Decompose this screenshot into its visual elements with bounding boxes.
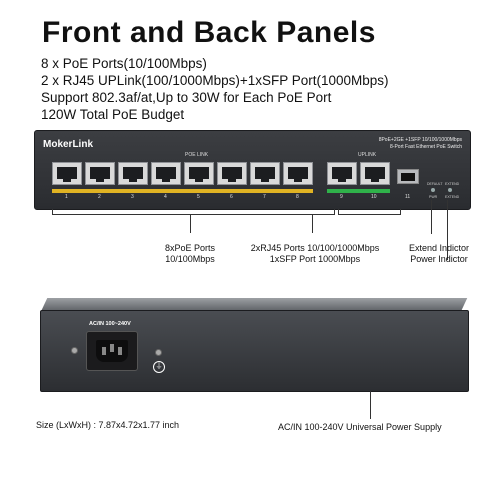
callout-tick [52, 209, 53, 215]
port-number: 5 [197, 194, 200, 200]
port-number: 10 [371, 194, 377, 200]
callout-bracket-poe [52, 214, 334, 215]
uplink-port-stripe [327, 189, 390, 193]
poe-port-stripe [52, 189, 313, 193]
callout-line-power [370, 391, 371, 419]
port-number: 8 [296, 194, 299, 200]
model-line1: 8PoE+2GE +1SFP 10/100/1000Mbps [378, 137, 462, 143]
caption-poe-ports: 8xPoE Ports 10/100Mbps [164, 243, 216, 264]
port-number: 3 [131, 194, 134, 200]
spec-poe-ports: 8 x PoE Ports(10/100Mbps) [41, 56, 207, 71]
led-label-pwr: PWR [429, 195, 438, 199]
poe-port-4 [151, 162, 181, 185]
poe-port-7 [250, 162, 280, 185]
uplink-port-9 [327, 162, 357, 185]
callout-tick [334, 209, 335, 215]
poe-port-8 [283, 162, 313, 185]
poe-port-2 [85, 162, 115, 185]
port-number: 6 [230, 194, 233, 200]
power-led [431, 188, 435, 192]
caption-power-supply: AC/IN 100-240V Universal Power Supply [278, 422, 442, 432]
port-number: 11 [405, 194, 411, 200]
spec-uplink: 2 x RJ45 UPLink(100/1000Mbps)+1xSFP Port… [41, 73, 389, 88]
spec-poe-budget: 120W Total PoE Budget [41, 107, 185, 122]
port-number: 4 [164, 194, 167, 200]
brand-logo: MokerLink [43, 139, 94, 150]
port-number: 1 [65, 194, 68, 200]
callout-line-uplink [312, 215, 313, 233]
poe-port-6 [217, 162, 247, 185]
poe-link-label: POE LINK [185, 152, 209, 158]
callout-tick [400, 209, 401, 215]
uplink-port-10 [360, 162, 390, 185]
led-label-extend: EXTEND [445, 195, 460, 199]
front-panel: MokerLink POE LINK UPLINK 8PoE+2GE +1SFP… [34, 130, 471, 210]
poe-port-1 [52, 162, 82, 185]
spec-poe-standard: Support 802.3af/at,Up to 30W for Each Po… [41, 90, 332, 105]
callout-line-indicator [431, 200, 432, 234]
led-label-extend-top: EXTEND [445, 182, 460, 186]
poe-port-5 [184, 162, 214, 185]
callout-bracket-uplink [338, 214, 400, 215]
port-number: 9 [340, 194, 343, 200]
ground-screw-icon [155, 349, 162, 356]
ground-icon: ⏚ [153, 361, 165, 373]
model-line2: 8-Port Fast Ethernet PoE Switch [390, 144, 462, 150]
size-text: Size (LxWxH) : 7.87x4.72x1.77 inch [36, 420, 180, 430]
callout-tick [338, 209, 339, 215]
callout-line-indicator [447, 200, 448, 260]
poe-port-3 [118, 162, 148, 185]
led-label-default: DEFAULT [427, 182, 443, 186]
caption-indicators: Extend Indictor Power Indictor [408, 243, 470, 264]
ac-input-label: AC/IN 100~240V [89, 321, 131, 327]
sfp-port-11 [397, 169, 419, 184]
page-title: Front and Back Panels [42, 16, 376, 49]
port-number: 7 [263, 194, 266, 200]
back-panel: AC/IN 100~240V ⏚ [40, 310, 469, 392]
model-text: 8PoE+2GE +1SFP 10/100/1000Mbps 8-Port Fa… [379, 137, 462, 151]
callout-line-poe [190, 215, 191, 233]
extend-led [448, 188, 452, 192]
screw-icon [71, 347, 78, 354]
uplink-label: UPLINK [358, 152, 377, 158]
caption-uplink-ports: 2xRJ45 Ports 10/100/1000Mbps 1xSFP Port … [250, 243, 380, 264]
ac-power-socket [86, 331, 138, 371]
port-number: 2 [98, 194, 101, 200]
